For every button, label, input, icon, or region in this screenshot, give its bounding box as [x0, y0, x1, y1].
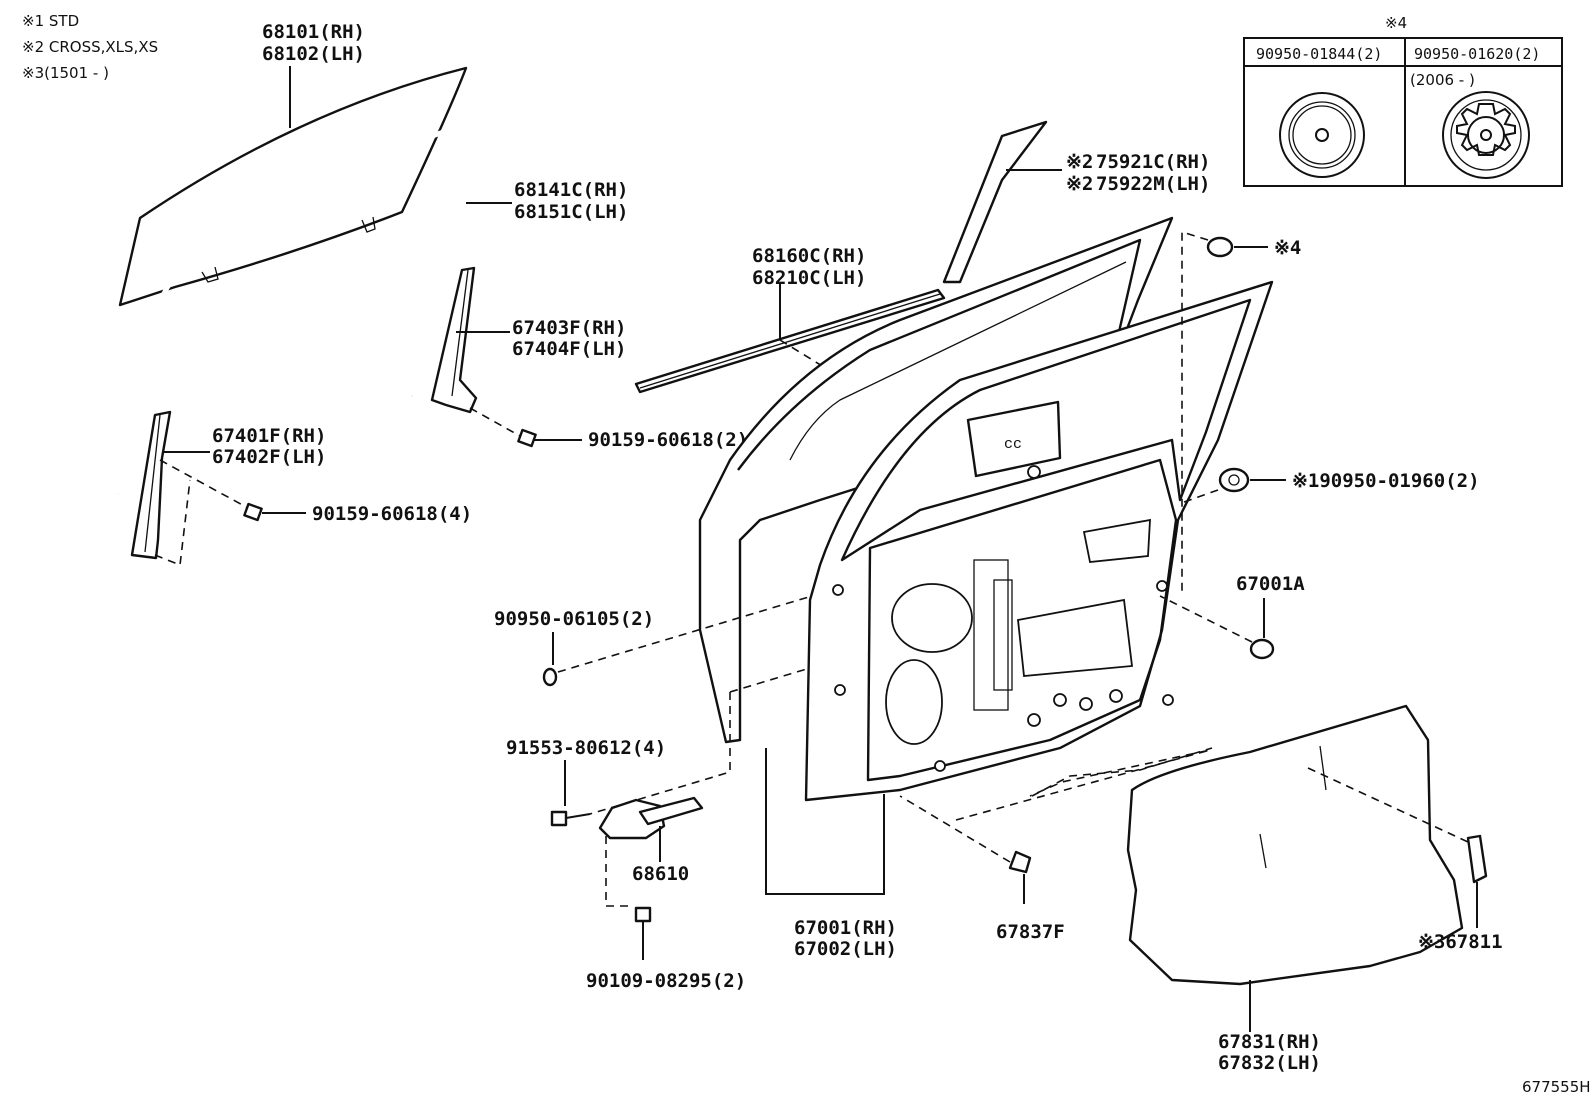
- door-inner-frame: ᴄᴄ: [804, 280, 1274, 802]
- inset-col1: 90950-01844(2): [1256, 45, 1382, 63]
- label-door-lh: 67002(LH): [794, 938, 897, 960]
- plug-icon: [1249, 598, 1275, 660]
- label-plug-b: 90950-06105(2): [494, 608, 654, 630]
- label-run-lh: 68151C(LH): [514, 201, 628, 223]
- label-bolt-c: 91553-80612(4): [506, 737, 666, 759]
- bolt-icon: [517, 428, 582, 448]
- label-seal-rh: 67831(RH): [1218, 1031, 1321, 1053]
- bolt-icon: [634, 906, 652, 960]
- label-bolt-d: 90109-08295(2): [586, 970, 746, 992]
- clip-grommet-icon: [1206, 236, 1268, 258]
- plug-icon: [542, 632, 558, 687]
- label-clip-f: 67837F: [996, 921, 1065, 943]
- figure-id: 677555H: [1522, 1078, 1591, 1096]
- note-1: ※1 STD: [22, 12, 79, 30]
- label-chan-r-lh: 67402F(LH): [212, 446, 326, 468]
- label-garnish-prefix: ※2: [1066, 151, 1093, 173]
- label-clip4: ※4: [1274, 237, 1301, 259]
- label-clip1: ※190950-01960(2): [1292, 470, 1480, 492]
- glass-run: [115, 113, 502, 495]
- label-chan-r-rh: 67401F(RH): [212, 425, 326, 447]
- label-garnish-rh: 75921C(RH): [1096, 151, 1210, 173]
- belt-moulding: [634, 288, 946, 394]
- grommet-round-icon: [1279, 92, 1365, 178]
- grommet-gear-icon: [1442, 91, 1530, 179]
- label-glass-rh: 68101(RH): [262, 21, 365, 43]
- door-outer-panel: [698, 216, 1174, 744]
- pad-icon: [1466, 834, 1488, 928]
- label-garnish-lh: 75922M(LH): [1096, 173, 1210, 195]
- inset-title: ※4: [1385, 14, 1407, 32]
- label-bolt-b: 90159-60618(4): [312, 503, 472, 525]
- door-check: [598, 796, 704, 862]
- clip-icon: [1218, 467, 1286, 493]
- label-belt-rh: 68160C(RH): [752, 245, 866, 267]
- frame-mark: ᴄᴄ: [1004, 434, 1022, 452]
- clip-inset-table: ※4 90950-01844(2) 90950-01620(2) (2006 -…: [1243, 14, 1563, 187]
- label-glass-lh: 68102(LH): [262, 43, 365, 65]
- bracket-door: [765, 748, 885, 895]
- bolt-icon: [550, 760, 591, 827]
- label-belt-lh: 68210C(LH): [752, 267, 866, 289]
- label-pad: ※367811: [1418, 931, 1503, 953]
- rear-channel: [130, 410, 172, 560]
- pillar-garnish: [942, 120, 1048, 284]
- note-2: ※2 CROSS,XLS,XS: [22, 38, 158, 56]
- label-bolt-a: 90159-60618(2): [588, 429, 748, 451]
- label-plug-a: 67001A: [1236, 573, 1305, 595]
- label-run-rh: 68141C(RH): [514, 179, 628, 201]
- label-garnish-prefix-2: ※2: [1066, 173, 1093, 195]
- label-chan-f-lh: 67404F(LH): [512, 338, 626, 360]
- inset-col2: 90950-01620(2): [1414, 45, 1540, 63]
- label-door-rh: 67001(RH): [794, 917, 897, 939]
- note-3: ※3(1501 - ): [22, 64, 109, 82]
- bolt-icon: [243, 502, 306, 522]
- label-check: 68610: [632, 863, 689, 885]
- label-chan-f-rh: 67403F(RH): [512, 317, 626, 339]
- door-glass: [118, 66, 468, 307]
- service-hole-cover: [1126, 704, 1464, 986]
- inset-col2-sub: (2006 - ): [1410, 71, 1475, 89]
- clip-icon: [1008, 850, 1032, 904]
- label-seal-lh: 67832(LH): [1218, 1052, 1321, 1074]
